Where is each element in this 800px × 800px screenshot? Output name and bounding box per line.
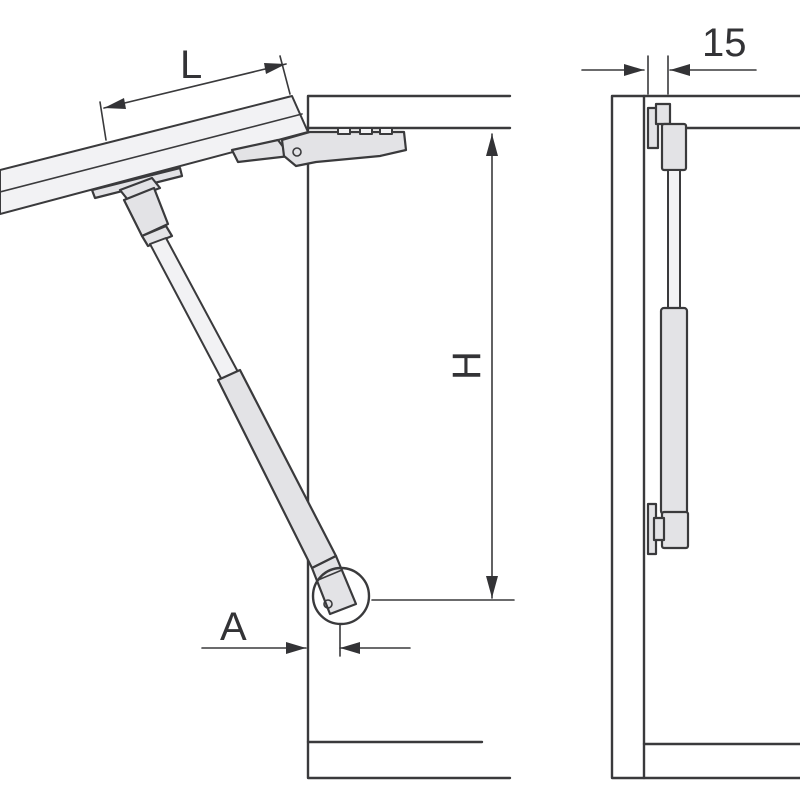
dimension-offset: A: [201, 605, 411, 657]
gas-strut-front-view: [118, 176, 358, 616]
dimension-height: H: [371, 133, 515, 601]
front-view: [0, 94, 512, 780]
strut-bottom-mount: [311, 566, 371, 626]
dimension-side-offset: 15: [581, 21, 757, 95]
dimension-length-label: L: [180, 43, 202, 87]
side-view: [610, 94, 800, 780]
dimension-offset-label: A: [220, 605, 247, 649]
dimension-length: L: [99, 43, 291, 141]
dimension-height-label: H: [445, 351, 489, 380]
cabinet-front-view: [306, 94, 512, 780]
cabinet-side-view: [610, 94, 800, 780]
lid-hinge: [230, 127, 408, 168]
dimension-side-offset-label: 15: [702, 21, 747, 65]
gas-strut-side-view: [659, 169, 689, 516]
side-top-bracket: [646, 102, 688, 172]
side-bottom-bracket: [646, 502, 690, 556]
